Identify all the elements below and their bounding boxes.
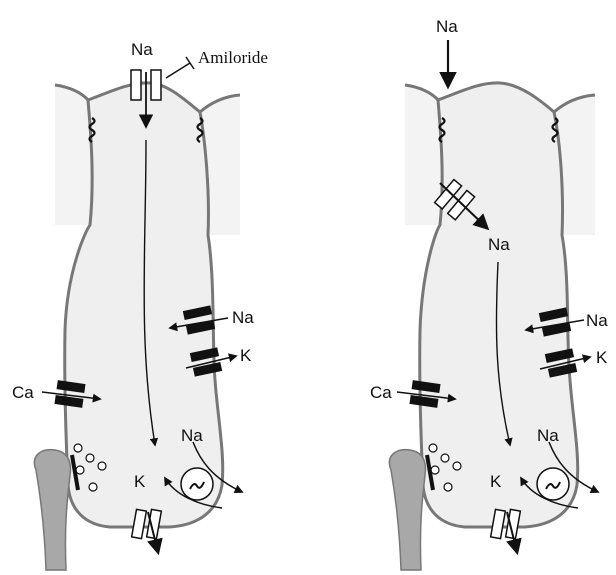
left-pump-k-label: K xyxy=(134,472,146,491)
left-na-k-pump xyxy=(181,468,213,500)
left-calcium-label: Ca xyxy=(12,383,34,402)
left-basolateral-k-label: K xyxy=(240,346,252,365)
left-neighbor-cell-left xyxy=(55,85,92,225)
amiloride-block-icon xyxy=(166,57,194,78)
right-pump-k-label: K xyxy=(490,472,502,491)
left-apical-na-label: Na xyxy=(131,40,153,59)
right-pump-na-label: Na xyxy=(537,426,559,445)
right-intracellular-na-label: Na xyxy=(488,235,510,254)
left-basolateral-na-label: Na xyxy=(232,308,254,327)
amiloride-label: Amiloride xyxy=(198,48,268,67)
right-na-k-pump xyxy=(537,468,569,500)
left-panel: Na Amiloride Na K Ca xyxy=(12,40,268,570)
right-afferent-nerve xyxy=(389,450,425,570)
right-basolateral-k-label: K xyxy=(596,348,608,367)
right-apical-na-label: Na xyxy=(436,17,458,36)
right-basolateral-na-label: Na xyxy=(586,311,608,330)
left-pump-na-label: Na xyxy=(181,426,203,445)
right-calcium-label: Ca xyxy=(370,383,392,402)
right-panel: Na Na Na K Ca Na K xyxy=(370,17,608,570)
left-afferent-nerve xyxy=(34,450,70,570)
